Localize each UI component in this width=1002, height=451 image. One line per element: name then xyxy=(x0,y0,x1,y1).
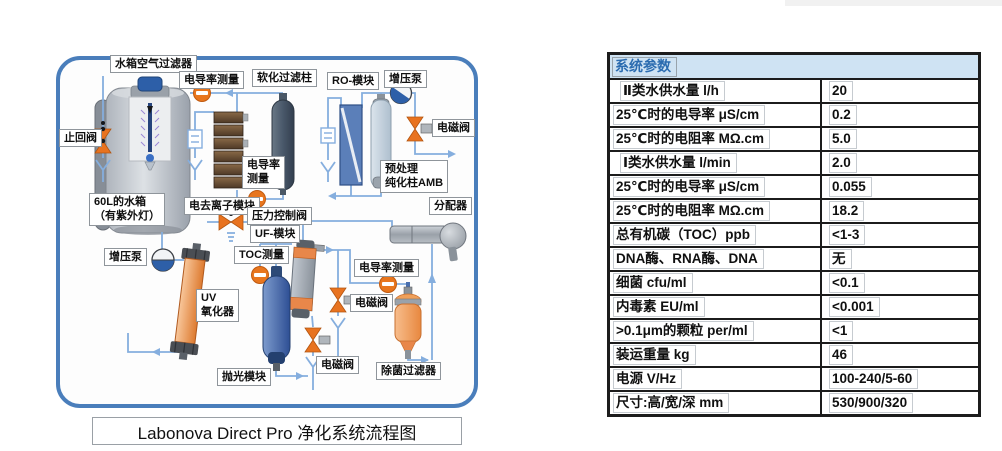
table-row: >0.1μm的颗粒 per/ml<1 xyxy=(610,320,978,344)
label-booster-pump-top: 增压泵 xyxy=(384,70,427,89)
table-header-row: 系统参数 xyxy=(610,55,978,80)
level-symbol-boxes xyxy=(187,127,336,149)
diagram-caption: Labonova Direct Pro 净化系统流程图 xyxy=(92,417,462,445)
label-solenoid-valve-top: 电磁阀 xyxy=(432,119,475,138)
polishing-module-shape xyxy=(262,266,291,371)
distributor-shape xyxy=(389,222,467,262)
label-conductivity-top: 电导率测量 xyxy=(179,71,244,90)
label-ro-module: RO-模块 xyxy=(327,72,380,91)
solenoid-valve-mid-shape xyxy=(329,287,356,313)
uf-module-shape xyxy=(289,239,325,319)
label-conductivity-bottom: 电导率测量 xyxy=(354,259,419,278)
solenoid-valve-top-shape xyxy=(406,116,433,142)
toc-sensor xyxy=(251,266,269,284)
label-distributor: 分配器 xyxy=(429,197,472,216)
label-tank-air-filter: 水箱空气过滤器 xyxy=(110,55,197,74)
sterile-filter-shape xyxy=(394,282,422,359)
label-solenoid-valve-mid: 电磁阀 xyxy=(350,294,393,313)
uv-lamp xyxy=(140,103,160,152)
booster-pump-left-shape xyxy=(151,248,175,272)
edi-module-stack xyxy=(213,111,249,189)
label-pressure-control-valve: 压力控制阀 xyxy=(247,207,312,226)
table-row: 细菌 cfu/ml<0.1 xyxy=(610,272,978,296)
label-softening-column: 软化过滤柱 xyxy=(252,69,317,88)
ro-module-shape xyxy=(339,104,363,186)
label-booster-pump-left: 增压泵 xyxy=(104,248,147,267)
label-uf-module: UF-模块 xyxy=(250,225,301,244)
label-sterile-filter: 除菌过滤器 xyxy=(376,362,441,381)
label-conductivity-mid: 电导率测量 xyxy=(242,156,285,189)
label-check-valve: 止回阀 xyxy=(59,129,102,148)
label-toc-meter: TOC测量 xyxy=(234,246,290,265)
label-polishing-module: 抛光模块 xyxy=(217,368,271,387)
conductivity-sensor-bottom xyxy=(379,275,397,293)
solenoid-valve-bottom-shape xyxy=(304,327,331,353)
table-title: 系统参数 xyxy=(612,56,677,77)
table-row: 内毒素 EU/ml<0.001 xyxy=(610,296,978,320)
label-solenoid-valve-bottom: 电磁阀 xyxy=(316,356,359,375)
cropped-top-bar xyxy=(785,0,1002,6)
label-edi-module: 电去离子模块 xyxy=(184,197,260,216)
label-tank: 60L的水箱（有紫外灯） xyxy=(89,193,165,226)
label-pretreat-column: 预处理纯化柱AMB xyxy=(380,160,449,193)
table-row: 总有机碳（TOC）ppb<1-3 xyxy=(610,224,978,248)
tank-air-filter-cap xyxy=(137,76,163,92)
